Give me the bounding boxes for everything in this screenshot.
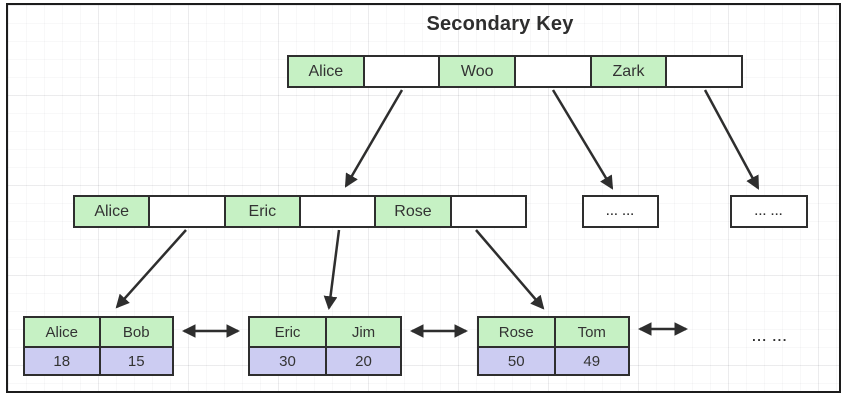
internal-key-cell: Alice: [75, 197, 149, 226]
leaf-key-cell: Alice: [25, 318, 99, 346]
root-pointer-cell: [514, 57, 590, 86]
leaf-value-cell: 18: [25, 346, 99, 374]
internal-pointer-cell: [298, 197, 375, 226]
leaf-key-cell: Rose: [479, 318, 554, 346]
root-key-cell: Alice: [289, 57, 363, 86]
leaf-key-cell: Jim: [325, 318, 400, 346]
more-leaves-ellipsis: ... ...: [752, 329, 788, 344]
internal-pointer-cell: [449, 197, 525, 226]
collapsed-node: ... ...: [730, 195, 808, 228]
root-pointer-cell: [665, 57, 742, 86]
root-node: Alice Woo Zark: [287, 55, 743, 88]
internal-pointer-cell: [148, 197, 224, 226]
internal-key-cell: Rose: [374, 197, 450, 226]
collapsed-node: ... ...: [582, 195, 659, 228]
leaf-value-cell: 49: [553, 346, 628, 374]
root-pointer-cell: [362, 57, 439, 86]
leaf-value-cell: 20: [325, 346, 400, 374]
internal-node: Alice Eric Rose: [73, 195, 527, 228]
leaf-node: Eric Jim 30 20: [248, 316, 402, 376]
leaf-value-cell: 30: [250, 346, 325, 374]
diagram-title: Secondary Key: [426, 13, 574, 35]
leaf-node: Rose Tom 50 49: [477, 316, 630, 376]
root-key-cell: Woo: [438, 57, 515, 86]
leaf-value-cell: 15: [98, 346, 172, 374]
leaf-key-cell: Tom: [553, 318, 628, 346]
leaf-node: Alice Bob 18 15: [23, 316, 174, 376]
leaf-value-cell: 50: [479, 346, 554, 374]
root-key-cell: Zark: [589, 57, 666, 86]
internal-key-cell: Eric: [223, 197, 299, 226]
leaf-key-cell: Eric: [250, 318, 325, 346]
leaf-key-cell: Bob: [98, 318, 172, 346]
